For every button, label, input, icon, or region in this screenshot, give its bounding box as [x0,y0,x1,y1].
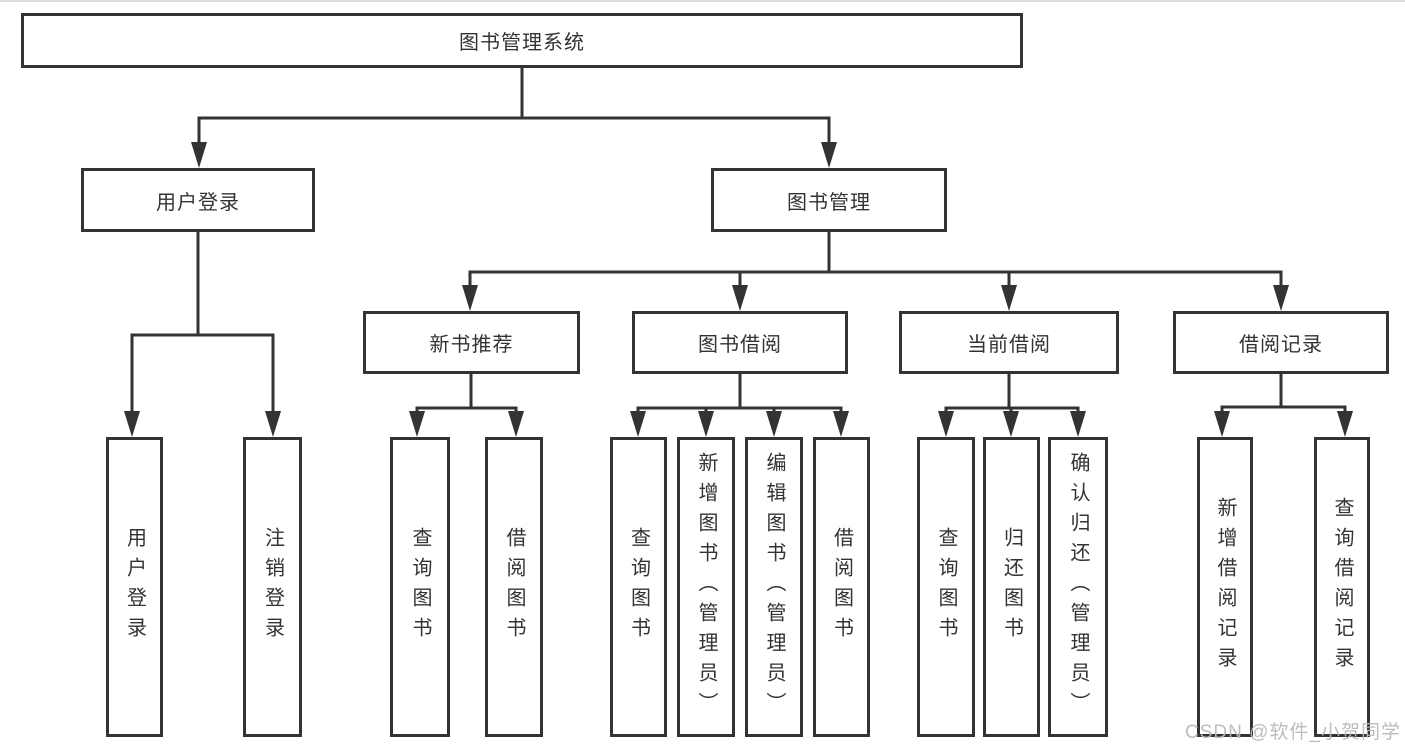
leaf-borrow-query-label: 查询图书 [627,527,650,647]
leaf-logout-label: 注销登录 [261,527,284,647]
leaf-current-query-label: 查询图书 [935,527,957,647]
arrowhead-icons [124,142,1353,437]
node-book-management-label: 图书管理 [787,191,871,214]
leaf-user-login-label: 用户登录 [123,527,146,647]
leaf-newbook-borrow: 借阅图书 [485,437,543,737]
leaf-newbook-query-label: 查询图书 [409,527,431,647]
node-new-book-recommend: 新书推荐 [363,311,580,374]
top-border-line [0,0,1405,2]
node-root: 图书管理系统 [21,13,1023,68]
leaf-borrow-book-label: 借阅图书 [830,527,853,647]
leaf-current-confirm-admin-label: 确认归还（管理员） [1067,452,1089,722]
leaf-newbook-borrow-label: 借阅图书 [503,527,525,647]
leaf-record-query-label: 查询借阅记录 [1331,497,1353,677]
node-book-borrow-label: 图书借阅 [698,334,782,356]
leaf-logout: 注销登录 [243,437,302,737]
leaf-current-confirm-admin: 确认归还（管理员） [1048,437,1108,737]
leaf-record-add-label: 新增借阅记录 [1214,497,1236,677]
csdn-watermark: CSDN @软件_小贺同学 [1185,722,1401,743]
leaf-record-query: 查询借阅记录 [1314,437,1370,737]
node-root-label: 图书管理系统 [459,32,585,54]
node-book-borrow: 图书借阅 [632,311,848,374]
leaf-user-login: 用户登录 [106,437,163,737]
leaf-borrow-edit-admin-label: 编辑图书（管理员） [763,452,785,722]
node-borrow-record: 借阅记录 [1173,311,1389,374]
leaf-current-return-label: 归还图书 [1000,527,1023,647]
node-borrow-record-label: 借阅记录 [1239,334,1323,356]
node-current-borrow-label: 当前借阅 [967,334,1051,356]
node-user-login: 用户登录 [81,168,315,232]
leaf-borrow-add-admin: 新增图书（管理员） [677,437,735,737]
leaf-borrow-edit-admin: 编辑图书（管理员） [745,437,803,737]
node-user-login-label: 用户登录 [156,191,240,214]
leaf-record-add: 新增借阅记录 [1197,437,1253,737]
node-new-book-recommend-label: 新书推荐 [429,334,514,356]
leaf-borrow-add-admin-label: 新增图书（管理员） [695,452,717,722]
leaf-newbook-query: 查询图书 [390,437,450,737]
leaf-borrow-query: 查询图书 [610,437,667,737]
node-book-management: 图书管理 [711,168,947,232]
leaf-current-query: 查询图书 [917,437,975,737]
node-current-borrow: 当前借阅 [899,311,1119,374]
leaf-current-return: 归还图书 [983,437,1040,737]
leaf-borrow-book: 借阅图书 [813,437,870,737]
